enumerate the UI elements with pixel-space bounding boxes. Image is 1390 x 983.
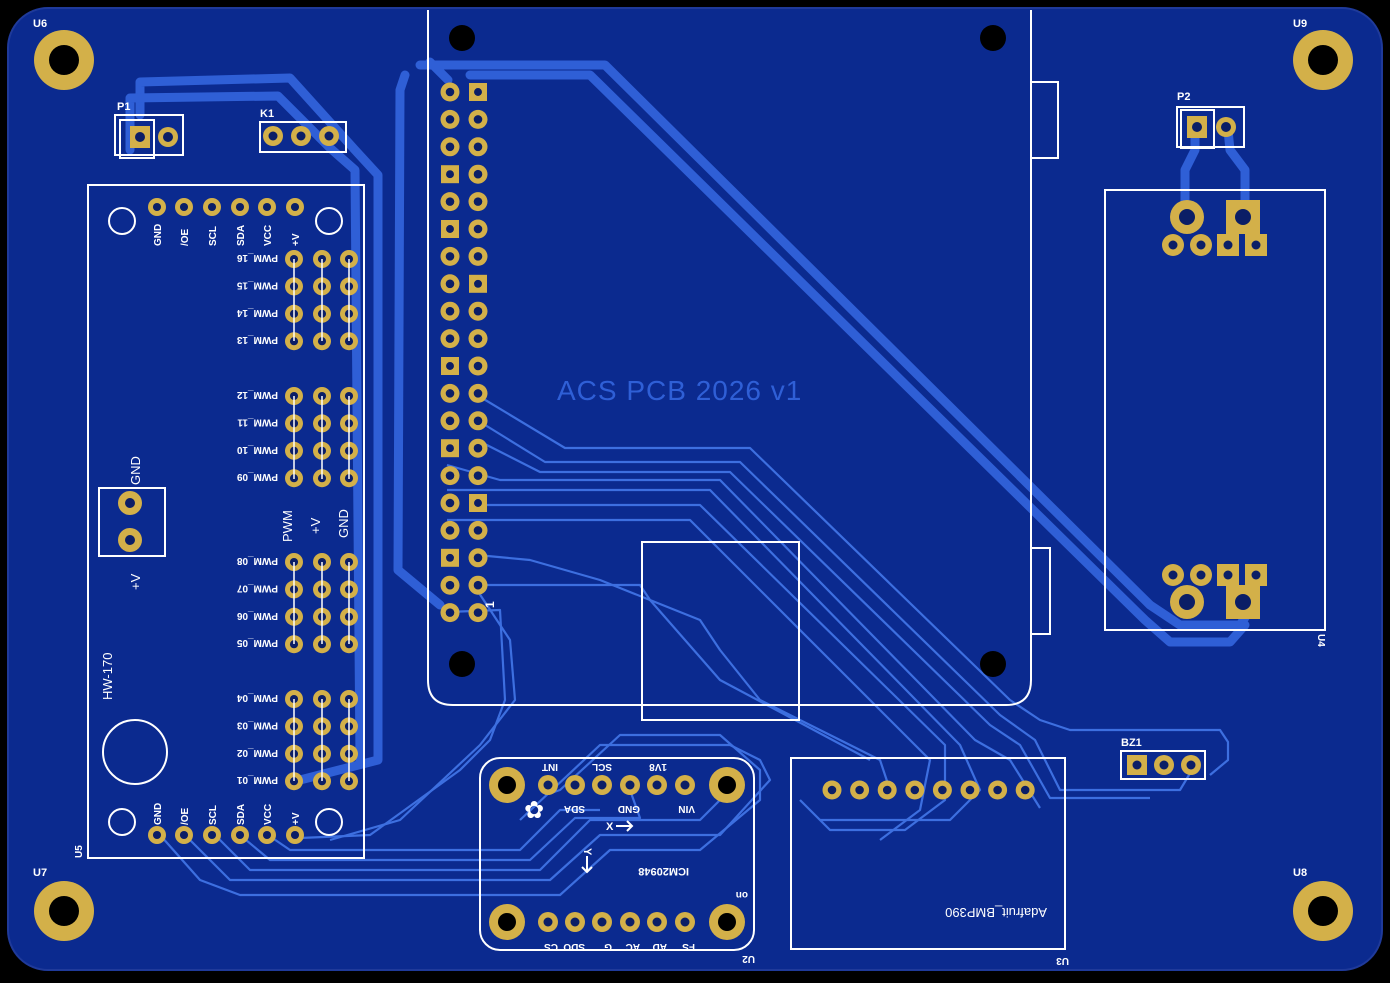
- pwm-channel-label: PWM_13: [236, 334, 278, 345]
- pwm-top-pin-label: SDA: [236, 225, 247, 246]
- column-label-pwm: PWM: [280, 510, 295, 542]
- pwm-channel-label: PWM_03: [236, 719, 278, 730]
- p2-connector: P2: [1176, 91, 1245, 149]
- column-label-gnd: GND: [336, 509, 351, 538]
- imu-axis-y-arrow-icon: [581, 856, 593, 874]
- pwm-driver-ref: U5: [74, 845, 85, 858]
- pwm-channel-label: PWM_01: [236, 774, 278, 785]
- mounting-holes: U6 U9 U7 U8: [33, 18, 1353, 941]
- pwm-channel-label: PWM_10: [236, 444, 278, 455]
- imu-top-pin-label: SCL: [592, 761, 612, 772]
- pi-mount-hole-4: [980, 651, 1006, 677]
- pwm-bottom-pin-label: GND: [153, 803, 164, 825]
- pwm-channel-label: PWM_11: [237, 416, 278, 427]
- imu-bottom-pin-label: SDO: [563, 941, 585, 952]
- power-module-ref: U4: [1315, 634, 1326, 647]
- pwm-channel-label: PWM_04: [236, 692, 278, 703]
- imu-bottom-pin-label: CS: [544, 941, 558, 952]
- imu-bottom-pin-label: AD: [653, 941, 667, 952]
- pwm-channel-label: PWM_06: [236, 610, 278, 621]
- imu-axis-y: Y: [581, 848, 593, 856]
- imu-bottom-pin-label: AC: [626, 941, 640, 952]
- pwm-channel-label: PWM_09: [236, 471, 278, 482]
- mount-hole-u9-label: U9: [1293, 18, 1307, 30]
- imu-axis-x: X: [606, 821, 614, 833]
- imu-top-pin-label: SDA: [564, 803, 585, 814]
- pwm-channel-label: PWM_16: [236, 252, 278, 263]
- power-module-u4: U4: [1104, 189, 1326, 647]
- pwm-channel-label: PWM_12: [236, 389, 278, 400]
- p1-connector: P1: [114, 101, 184, 159]
- k1-connector: K1: [259, 108, 347, 153]
- mount-hole-u8-label: U8: [1293, 867, 1307, 879]
- imu-bottom-pin-label: G: [604, 941, 612, 952]
- imu-ref: U2: [742, 953, 755, 964]
- power-terminal-vplus: +V: [128, 573, 143, 590]
- imu-top-pin-label: INT: [542, 761, 558, 772]
- pwm-channel-label: PWM_15: [236, 279, 278, 290]
- p2-label: P2: [1177, 91, 1190, 103]
- pwm-channel-label: PWM_08: [236, 555, 278, 566]
- pi-pin1-label: 1: [483, 601, 497, 608]
- pwm-bottom-pin-label: VCC: [263, 804, 274, 825]
- mount-hole-u7-label: U7: [33, 867, 47, 879]
- pwm-top-pin-label: VCC: [263, 225, 274, 246]
- pwm-top-pin-label: +V: [291, 233, 302, 246]
- pi-mount-hole-1: [449, 25, 475, 51]
- thin-traces: [159, 394, 1230, 897]
- mount-hole-u6-label: U6: [33, 18, 47, 30]
- pwm-driver-name: HW-170: [100, 653, 115, 700]
- imu-top-pin-label: VIN: [678, 803, 695, 814]
- imu-u2: ✿ U2 ICM20948 on X Y: [479, 757, 755, 964]
- pwm-top-pin-label: /OE: [180, 228, 191, 246]
- bz1-label: BZ1: [1121, 737, 1142, 749]
- board-title: ACS PCB 2026 v1: [557, 375, 802, 406]
- pwm-driver-pins: GND/OE SCL SDA VCC +V GND/OE SCL SDA VCC +V PWM_16…: [148, 198, 358, 844]
- k1-label: K1: [260, 108, 274, 120]
- pwm-driver-u5: U5 HW-170 GND +V PWM +V GND: [74, 184, 365, 859]
- pwm-channel-label: PWM_02: [236, 747, 278, 758]
- pressure-sensor-ref: U3: [1056, 955, 1069, 966]
- pwm-top-pin-label: SCL: [208, 226, 219, 246]
- pwm-channel-label: PWM_14: [236, 307, 278, 318]
- imu-axis-x-arrow-icon: [616, 820, 634, 832]
- imu-corner-text: on: [736, 889, 748, 900]
- pwm-channel-label: PWM_07: [236, 582, 278, 593]
- pwm-bottom-pin-label: SDA: [236, 804, 247, 825]
- imu-top-pin-label: GND: [618, 803, 640, 814]
- pwm-bottom-pin-label: /OE: [180, 807, 191, 825]
- imu-name: ICM20948: [638, 865, 689, 877]
- column-label-vplus: +V: [308, 517, 323, 534]
- pwm-bottom-pin-label: SCL: [208, 805, 219, 825]
- pwm-bottom-pin-label: +V: [291, 812, 302, 825]
- imu-bottom-pin-label: FS: [682, 941, 695, 952]
- pi-mount-hole-2: [980, 25, 1006, 51]
- pressure-sensor-name: Adafruit_BMP390: [945, 905, 1047, 920]
- pwm-top-pin-label: GND: [153, 224, 164, 246]
- pressure-sensor-u3: U3 Adafruit_BMP390: [790, 757, 1069, 966]
- pwm-channel-label: PWM_05: [236, 637, 278, 648]
- pi-footprint: 1: [427, 10, 1059, 721]
- gpio-header: [440, 82, 488, 623]
- imu-star-icon: ✿: [524, 796, 544, 824]
- bz1-buzzer: BZ1: [1120, 737, 1206, 780]
- imu-top-pin-label: 1V8: [649, 761, 667, 772]
- pressure-sensor-pins: [822, 780, 1035, 800]
- power-terminal-gnd: GND: [128, 456, 143, 485]
- p1-label: P1: [117, 101, 130, 113]
- pi-mount-hole-3: [449, 651, 475, 677]
